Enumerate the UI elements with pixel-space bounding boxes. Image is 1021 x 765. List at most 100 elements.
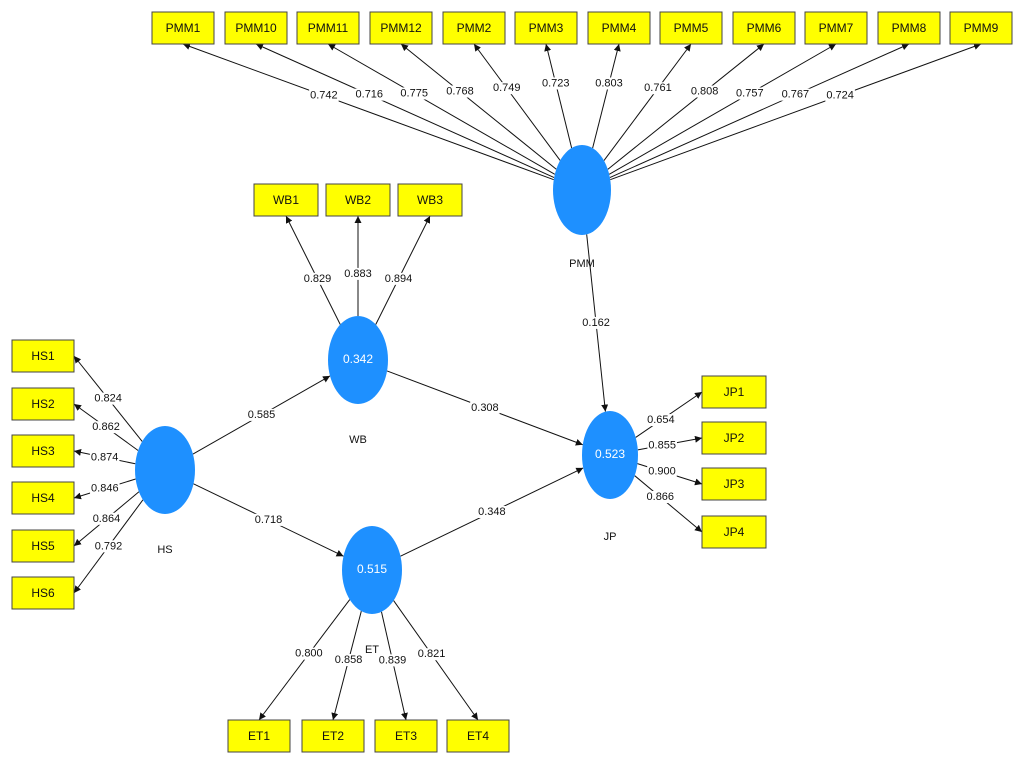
svg-text:0.874: 0.874 [91,451,119,463]
loading-value-wb3: 0.894 [383,272,414,285]
indicator-label: ET4 [467,729,489,743]
svg-text:0.866: 0.866 [647,491,675,503]
indicator-label: PMM2 [457,21,492,35]
svg-text:0.862: 0.862 [92,421,120,433]
svg-text:0.858: 0.858 [335,654,363,666]
svg-text:0.855: 0.855 [648,439,676,451]
loading-value-wb1: 0.829 [302,272,333,285]
loading-arrow-pmm5 [603,43,692,161]
svg-text:0.723: 0.723 [542,77,570,89]
svg-text:0.749: 0.749 [493,82,521,94]
indicator-label: JP1 [724,385,745,399]
loading-value-hs3: 0.874 [89,451,120,464]
loading-value-hs1: 0.824 [93,392,123,405]
loading-arrow-wb3 [375,215,431,325]
svg-text:0.348: 0.348 [478,506,506,518]
indicator-wb2: WB2 [325,183,391,217]
svg-text:0.846: 0.846 [91,482,119,494]
loading-arrow-pmm8 [609,43,910,179]
latent-name-jp: JP [604,531,617,543]
indicator-et1: ET1 [227,719,291,753]
path-coef-pmm-jp: 0.162 [581,316,611,329]
indicator-pmm9: PMM9 [949,11,1013,45]
latent-name-hs: HS [157,544,172,556]
indicator-label: PMM1 [166,21,201,35]
indicator-et4: ET4 [446,719,510,753]
loading-value-jp3: 0.900 [647,465,677,478]
indicator-label: PMM10 [235,21,277,35]
path-coef-hs-et: 0.718 [253,513,284,526]
indicator-label: HS2 [31,397,55,411]
indicator-jp2: JP2 [701,421,767,455]
svg-text:0.894: 0.894 [385,273,413,285]
loading-arrow-pmm12 [400,43,557,170]
loading-arrow-et4 [393,600,479,721]
loading-value-jp1: 0.654 [646,414,676,427]
loading-arrow-jp4 [634,475,703,533]
indicator-pmm11: PMM11 [296,11,360,45]
loading-value-pmm1: 0.742 [309,89,339,102]
latent-r2-jp: 0.523 [595,447,625,461]
indicator-label: HS6 [31,586,55,600]
indicator-label: HS4 [31,491,55,505]
loading-value-hs5: 0.864 [91,512,122,525]
svg-text:0.864: 0.864 [93,513,121,525]
indicator-label: ET1 [248,729,270,743]
indicator-label: ET2 [322,729,344,743]
indicator-jp4: JP4 [701,515,767,549]
loading-value-hs6: 0.792 [93,540,124,553]
indicator-pmm6: PMM6 [732,11,796,45]
svg-text:0.308: 0.308 [471,402,499,414]
svg-text:0.767: 0.767 [782,89,810,101]
svg-text:0.808: 0.808 [691,86,719,98]
svg-text:0.821: 0.821 [418,648,446,660]
indicator-label: JP2 [724,431,745,445]
indicator-pmm5: PMM5 [659,11,723,45]
indicator-label: PMM7 [819,21,854,35]
loading-arrow-wb1 [285,215,341,325]
indicator-label: PMM12 [380,21,422,35]
indicator-label: PMM11 [308,21,349,35]
indicator-label: WB1 [273,193,299,207]
svg-text:0.792: 0.792 [95,540,123,552]
loading-value-pmm2: 0.749 [491,82,522,95]
latent-pmm [553,145,611,235]
loading-value-et3: 0.839 [377,654,408,667]
indicator-pmm10: PMM10 [224,11,288,45]
loading-value-pmm8: 0.767 [780,88,811,101]
indicator-wb3: WB3 [397,183,463,217]
indicator-label: PMM9 [964,21,999,35]
svg-text:0.883: 0.883 [344,268,372,280]
svg-text:0.803: 0.803 [595,77,623,89]
indicator-label: HS3 [31,444,55,458]
svg-text:0.757: 0.757 [736,87,764,99]
loading-value-et1: 0.800 [294,647,324,660]
loading-value-pmm4: 0.803 [594,77,624,90]
latent-r2-wb: 0.342 [343,352,373,366]
latent-et: 0.515 [342,526,402,614]
loading-arrow-pmm7 [608,43,837,175]
svg-text:0.768: 0.768 [446,85,474,97]
indicator-jp3: JP3 [701,467,767,501]
latent-name-et: ET [365,644,379,656]
loading-arrow-et1 [258,599,351,721]
indicator-et2: ET2 [301,719,365,753]
loading-arrow-pmm1 [182,43,554,181]
indicator-label: JP4 [724,525,745,539]
indicator-label: PMM4 [602,21,637,35]
indicator-hs6: HS6 [11,576,75,610]
loading-value-pmm6: 0.808 [689,85,720,98]
indicator-hs4: HS4 [11,481,75,515]
indicator-pmm12: PMM12 [369,11,433,45]
loading-value-wb2: 0.883 [343,267,373,280]
loading-arrow-pmm6 [607,43,765,170]
loading-arrow-pmm9 [610,43,982,181]
latent-name-wb: WB [349,434,367,446]
indicator-label: WB3 [417,193,443,207]
loading-value-hs2: 0.862 [91,421,121,434]
latent-r2-et: 0.515 [357,562,387,576]
svg-text:0.724: 0.724 [826,89,854,101]
loading-arrow-pmm10 [255,43,555,178]
svg-text:0.800: 0.800 [295,648,323,660]
